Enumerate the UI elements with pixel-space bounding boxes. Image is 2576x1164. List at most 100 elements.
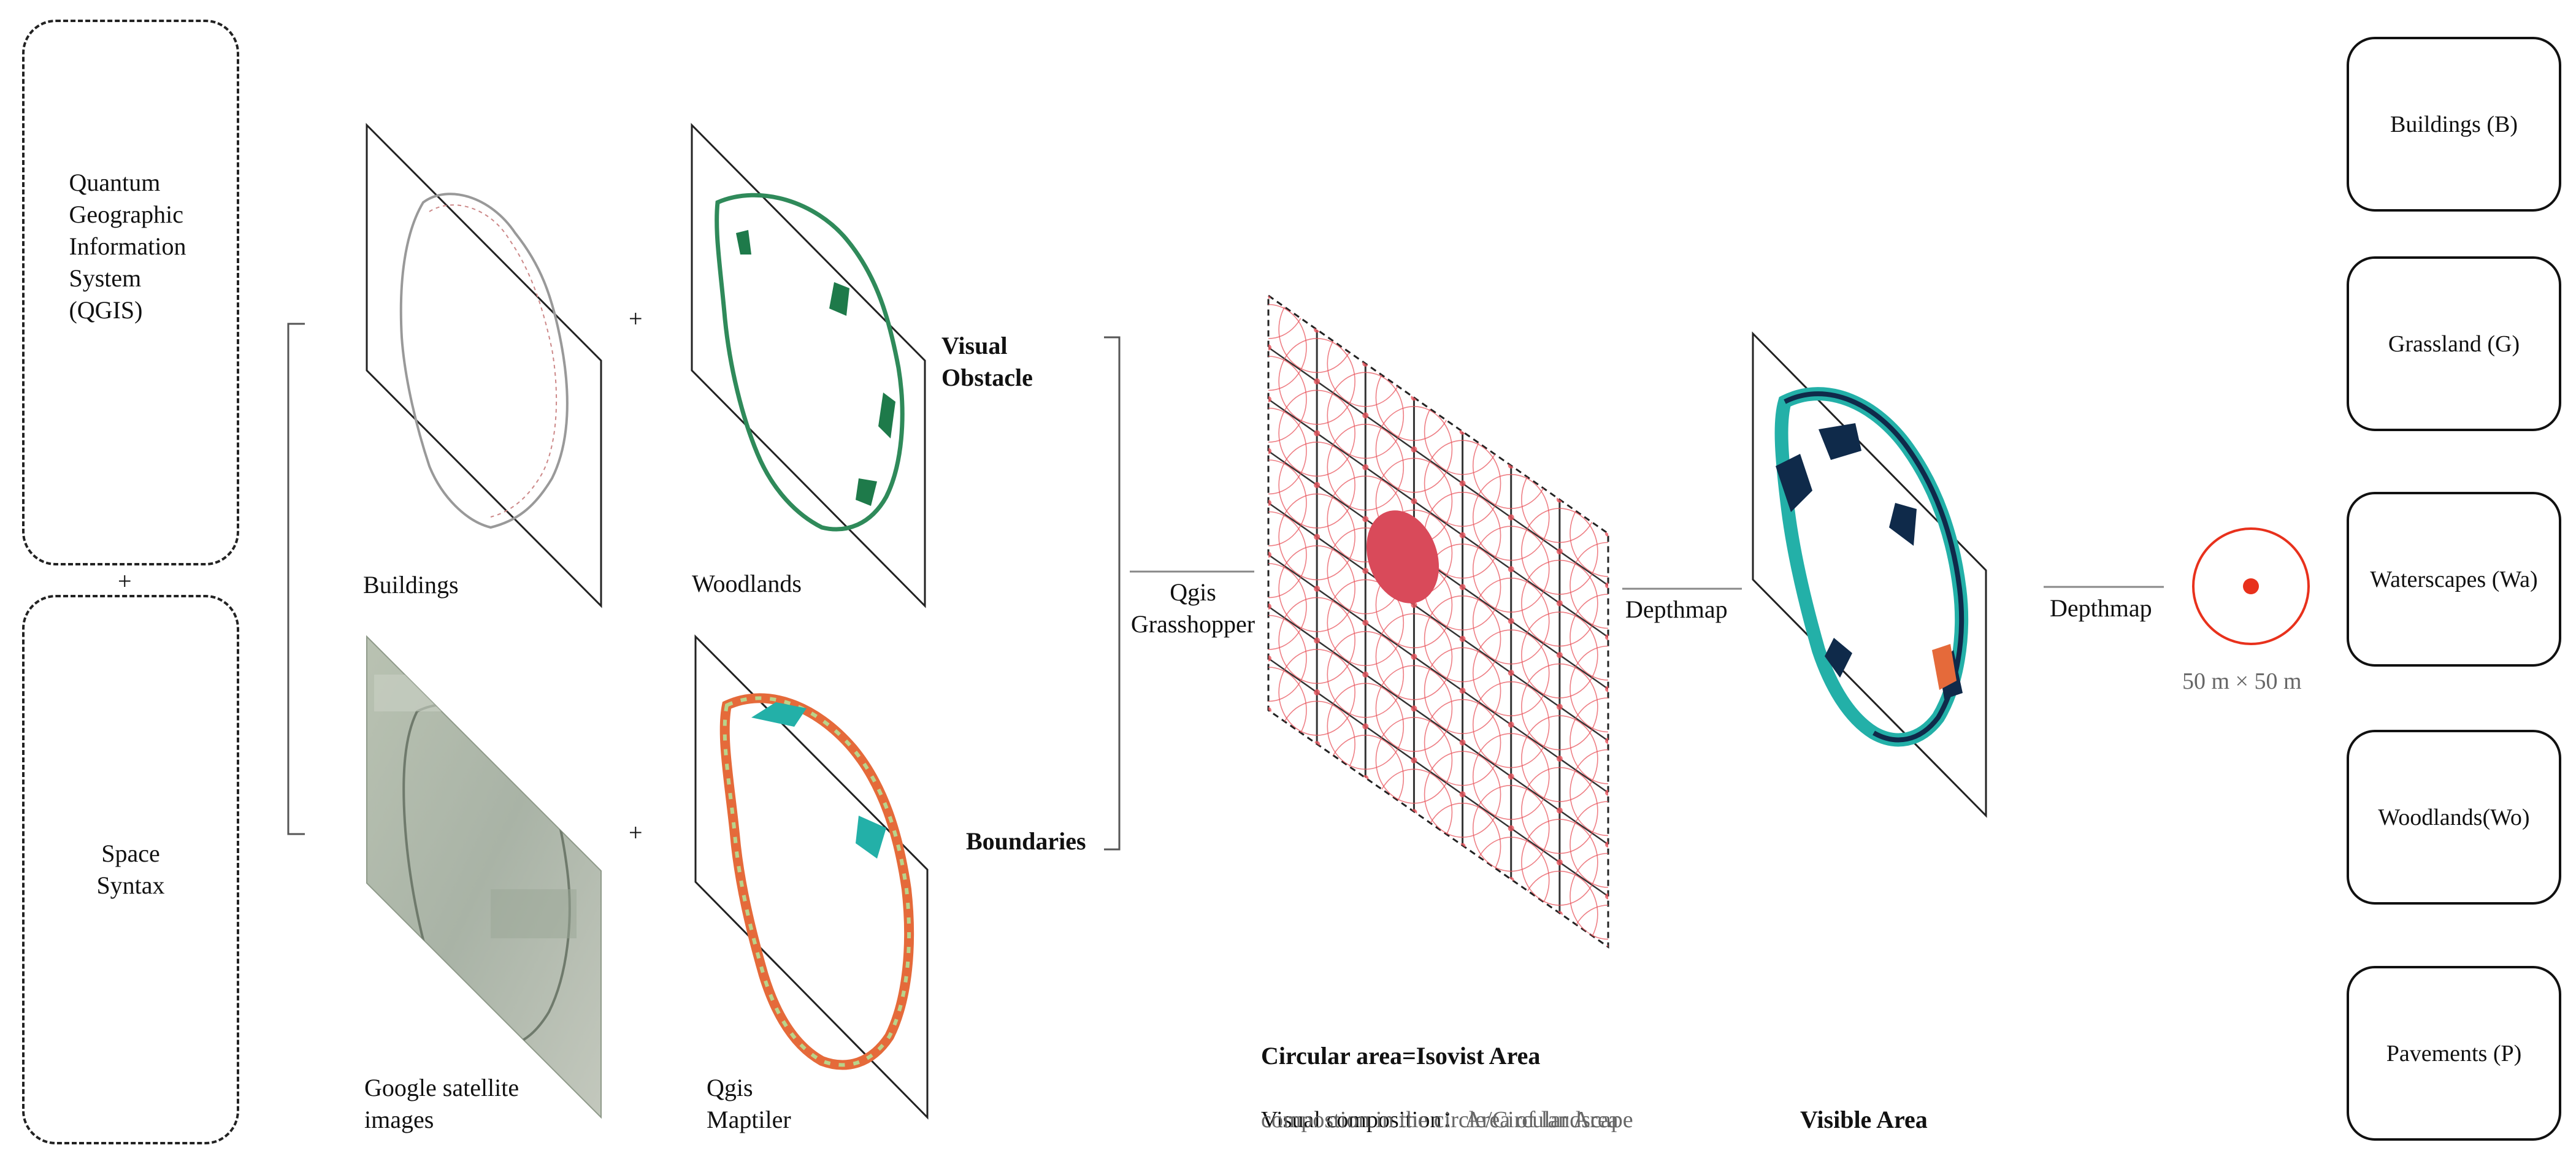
category-pavements: Pavements (P) xyxy=(2347,966,2561,1141)
grid-point xyxy=(1605,893,1608,900)
grid-point xyxy=(1508,721,1514,728)
isovist-circle xyxy=(1472,526,1550,613)
plus-top: + xyxy=(629,305,643,332)
grid-point xyxy=(1314,585,1321,592)
visible-area-layer xyxy=(1752,331,1987,818)
grid-point xyxy=(1362,619,1369,626)
plus-bottom: + xyxy=(629,819,643,846)
isovist-circle xyxy=(1278,649,1355,736)
isovist-area xyxy=(1367,510,1439,603)
grid-point xyxy=(1362,516,1369,523)
grid-point xyxy=(1362,567,1369,574)
grid-point xyxy=(1605,841,1608,848)
isovist-circle xyxy=(1268,667,1307,754)
grid-point xyxy=(1314,430,1321,437)
grid-line-horizontal xyxy=(1268,605,1608,846)
grid-point xyxy=(1411,757,1417,764)
grid-point xyxy=(1508,670,1514,676)
isovist-circle xyxy=(1268,563,1307,650)
woodlands-label: Woodlands xyxy=(692,570,802,597)
isovist-circle xyxy=(1424,699,1501,786)
isovist-circle xyxy=(1327,579,1405,667)
isovist-circle xyxy=(1521,611,1598,699)
grid-point xyxy=(1459,532,1466,538)
plus-sign: + xyxy=(118,567,132,595)
grid-point xyxy=(1605,686,1608,692)
isovist-circle xyxy=(1268,356,1307,443)
category-woodlands: Woodlands(Wo) xyxy=(2347,730,2561,905)
satellite-layer xyxy=(366,635,602,1119)
grid-point xyxy=(1362,723,1369,730)
isovist-circle xyxy=(1268,511,1307,599)
grid-point xyxy=(1508,773,1514,780)
boundaries-label: Boundaries xyxy=(966,827,1086,855)
qgis-label: Quantum Geographic Information System (Q… xyxy=(69,169,186,324)
circular-area-label: Circular area=Isovist Area xyxy=(1261,1042,1541,1070)
grid-point xyxy=(1556,756,1563,762)
visual-composition-label: Visual composition： xyxy=(1261,1107,1465,1133)
isovist-circle xyxy=(1472,681,1550,768)
grid-point xyxy=(1411,653,1417,660)
isovist-circle xyxy=(1424,647,1501,735)
isovist-circle xyxy=(1521,819,1598,906)
grid-point xyxy=(1508,566,1514,573)
space-syntax-label: Space Syntax xyxy=(96,840,165,899)
grid-point xyxy=(1459,791,1466,798)
category-grassland: Grassland (G) xyxy=(2347,256,2561,431)
isovist-circle xyxy=(1278,442,1355,529)
isovist-circle xyxy=(1327,683,1405,770)
grid-point xyxy=(1459,739,1466,746)
grid-point xyxy=(1268,603,1271,610)
isovist-circle xyxy=(1570,749,1608,837)
isovist-circle xyxy=(1570,852,1608,940)
grid-point xyxy=(1605,738,1608,744)
sample-circle xyxy=(2192,527,2310,645)
grid-point xyxy=(1605,945,1608,947)
qgis-grasshopper-label: Qgis Grasshopper xyxy=(1130,578,1255,638)
isovist-circle xyxy=(1375,716,1453,804)
woodlands-layer xyxy=(691,123,926,608)
category-waterscapes: Waterscapes (Wa) xyxy=(2347,492,2561,667)
buildings-layer xyxy=(366,123,602,608)
isovist-grid xyxy=(1267,294,1609,949)
grid-point xyxy=(1314,481,1321,488)
isovist-circle xyxy=(1472,473,1550,561)
isovist-circle xyxy=(1278,389,1355,477)
visual-composition-text: Area of landscape xyxy=(1465,1107,1633,1133)
grid-point xyxy=(1556,548,1563,555)
isovist-circle xyxy=(1375,613,1453,700)
visible-area-label: Visible Area xyxy=(1800,1106,1928,1133)
grid-point xyxy=(1508,618,1514,624)
grid-point xyxy=(1556,703,1563,710)
isovist-circle xyxy=(1278,597,1355,684)
isovist-circle xyxy=(1570,594,1608,681)
grid-point xyxy=(1362,464,1369,470)
grid-point xyxy=(1268,448,1271,454)
buildings-label: Buildings xyxy=(363,571,459,599)
grid-point xyxy=(1411,394,1417,401)
grid-point xyxy=(1411,602,1417,608)
isovist-circle xyxy=(1268,459,1307,546)
grid-point xyxy=(1268,344,1271,351)
isovist-circle xyxy=(1521,715,1598,802)
google-label: Google satellite images xyxy=(364,1074,519,1133)
isovist-circle xyxy=(1268,304,1307,391)
isovist-circle xyxy=(1521,559,1598,647)
isovist-circle xyxy=(1278,493,1355,581)
grid-point xyxy=(1268,655,1271,662)
grid-line-horizontal xyxy=(1268,502,1608,742)
isovist-circle xyxy=(1424,440,1501,527)
space-syntax-box: Space Syntax xyxy=(22,595,239,1144)
isovist-circle xyxy=(1278,338,1355,425)
qgis-box: Quantum Geographic Information System (Q… xyxy=(22,20,239,565)
isovist-circle xyxy=(1278,545,1355,632)
sample-center-dot xyxy=(2243,578,2259,594)
grid-point xyxy=(1268,551,1271,558)
isovist-circle xyxy=(1521,767,1598,854)
isovist-circle xyxy=(1570,645,1608,733)
isovist-circle xyxy=(1327,631,1405,718)
grid-point xyxy=(1314,534,1321,540)
grid-point xyxy=(1556,600,1563,607)
grid-point xyxy=(1556,652,1563,659)
